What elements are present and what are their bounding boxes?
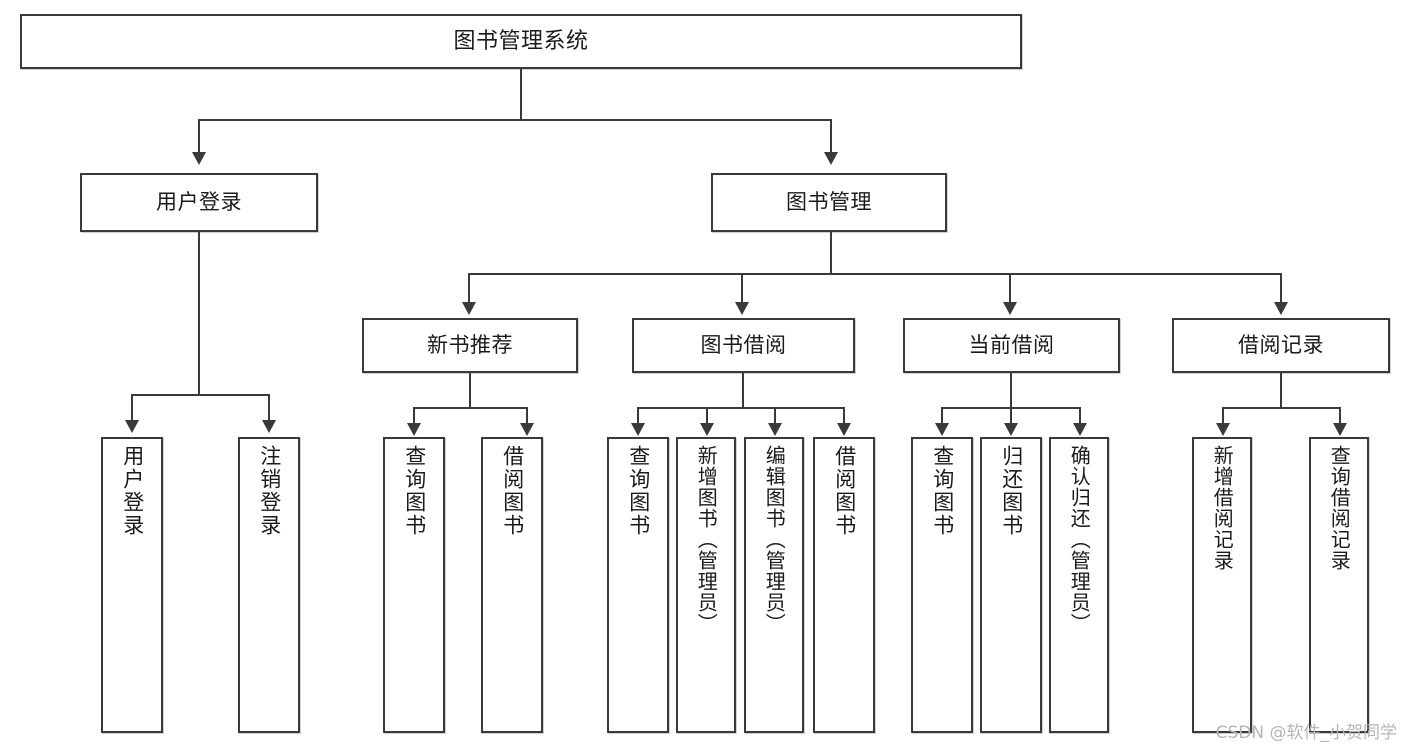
node-label: 借阅图书	[832, 445, 857, 537]
leaf-query-record[interactable]: 查询借阅记录	[1309, 437, 1369, 733]
edge-to-current-borrow	[1009, 273, 1011, 304]
edge-to-leaf-borrow-book-1	[526, 407, 528, 425]
node-label: 查询图书	[930, 445, 955, 537]
arrowhead-leaf-query-book-3	[935, 423, 949, 436]
edge-to-borrow-record	[1280, 273, 1282, 304]
arrowhead-leaf-query-book-2	[631, 423, 645, 436]
edge-to-leaf-user-login	[131, 394, 133, 422]
node-label: 图书管理	[786, 190, 872, 215]
edge-to-leaf-borrow-book-2	[843, 407, 845, 425]
edge-to-leaf-add-record	[1222, 407, 1224, 425]
node-label: 图书借阅	[700, 333, 787, 358]
arrowhead-current-borrow	[1003, 302, 1017, 315]
node-label: 新书推荐	[427, 333, 513, 358]
edge-to-leaf-query-book-2	[637, 407, 639, 425]
edge-to-leaf-logout	[268, 394, 270, 422]
node-label: 注销登录	[257, 445, 282, 537]
edge-borrow-record-bus	[1222, 407, 1341, 409]
edge-to-leaf-edit-book	[774, 407, 776, 425]
edge-to-user-login	[198, 119, 200, 154]
node-label: 用户登录	[156, 190, 242, 215]
leaf-logout[interactable]: 注销登录	[238, 437, 300, 733]
node-label: 编辑图书（管理员）	[762, 445, 787, 634]
arrowhead-leaf-edit-book	[768, 423, 782, 436]
node-current-borrow[interactable]: 当前借阅	[903, 318, 1120, 373]
edge-root-stem	[520, 69, 522, 119]
edge-to-book-borrow	[741, 273, 743, 304]
edge-to-leaf-confirm-return	[1079, 407, 1081, 425]
node-label: 图书管理系统	[453, 28, 589, 54]
leaf-user-login[interactable]: 用户登录	[101, 437, 163, 733]
edge-level3-bus	[468, 273, 1282, 275]
leaf-query-book-1[interactable]: 查询图书	[383, 437, 445, 733]
node-label: 确认归还（管理员）	[1067, 445, 1092, 634]
edge-user-login-stem	[198, 232, 200, 395]
edge-book-borrow-stem	[742, 373, 744, 408]
arrowhead-borrow-record	[1274, 302, 1288, 315]
arrowhead-user-login	[192, 152, 206, 165]
edge-borrow-record-stem	[1280, 373, 1282, 408]
leaf-add-record[interactable]: 新增借阅记录	[1192, 437, 1252, 733]
edge-to-leaf-return-book	[1010, 407, 1012, 425]
arrowhead-leaf-query-book-1	[407, 423, 421, 436]
node-label: 当前借阅	[968, 333, 1055, 358]
node-label: 借阅图书	[500, 445, 525, 537]
node-label: 归还图书	[999, 445, 1024, 537]
arrowhead-leaf-return-book	[1004, 423, 1018, 436]
node-book-manage[interactable]: 图书管理	[711, 173, 947, 232]
leaf-query-book-2[interactable]: 查询图书	[607, 437, 669, 733]
node-label: 查询借阅记录	[1327, 445, 1352, 571]
node-root-system[interactable]: 图书管理系统	[20, 14, 1022, 69]
edge-current-borrow-stem	[1010, 373, 1012, 408]
edge-to-leaf-query-record	[1339, 407, 1341, 425]
edge-book-borrow-bus	[637, 407, 845, 409]
leaf-borrow-book-2[interactable]: 借阅图书	[813, 437, 875, 733]
edge-to-leaf-query-book-3	[941, 407, 943, 425]
arrowhead-leaf-confirm-return	[1073, 423, 1087, 436]
edge-to-book-manage	[830, 119, 832, 154]
node-user-login[interactable]: 用户登录	[80, 173, 318, 232]
arrowhead-leaf-borrow-book-2	[837, 423, 851, 436]
arrowhead-leaf-add-book	[700, 423, 714, 436]
node-borrow-record[interactable]: 借阅记录	[1172, 318, 1390, 373]
leaf-query-book-3[interactable]: 查询图书	[911, 437, 973, 733]
edge-to-leaf-add-book	[706, 407, 708, 425]
node-label: 借阅记录	[1238, 333, 1324, 358]
node-new-book-recommend[interactable]: 新书推荐	[362, 318, 578, 373]
edge-to-leaf-query-book-1	[413, 407, 415, 425]
leaf-add-book[interactable]: 新增图书（管理员）	[676, 437, 736, 733]
leaf-return-book[interactable]: 归还图书	[980, 437, 1042, 733]
arrowhead-leaf-user-login	[125, 420, 139, 433]
node-book-borrow[interactable]: 图书借阅	[632, 318, 855, 373]
node-label: 新增图书（管理员）	[694, 445, 719, 634]
node-label: 新增借阅记录	[1210, 445, 1235, 571]
edge-book-manage-stem	[830, 232, 832, 274]
arrowhead-leaf-add-record	[1216, 423, 1230, 436]
arrowhead-book-borrow	[735, 302, 749, 315]
edge-new-book-rec-bus	[413, 407, 527, 409]
arrowhead-leaf-borrow-book-1	[520, 423, 534, 436]
node-label: 用户登录	[120, 445, 145, 537]
arrowhead-new-book-rec	[462, 302, 476, 315]
leaf-borrow-book-1[interactable]: 借阅图书	[481, 437, 543, 733]
node-label: 查询图书	[626, 445, 651, 537]
edge-new-book-rec-stem	[469, 373, 471, 408]
arrowhead-book-manage	[824, 152, 838, 165]
leaf-confirm-return[interactable]: 确认归还（管理员）	[1049, 437, 1109, 733]
arrowhead-leaf-query-record	[1333, 423, 1347, 436]
arrowhead-leaf-logout	[262, 420, 276, 433]
leaf-edit-book[interactable]: 编辑图书（管理员）	[744, 437, 804, 733]
edge-level2-bus	[198, 119, 832, 121]
node-label: 查询图书	[402, 445, 427, 537]
edge-user-login-bus	[131, 394, 269, 396]
edge-to-new-book-rec	[468, 273, 470, 304]
